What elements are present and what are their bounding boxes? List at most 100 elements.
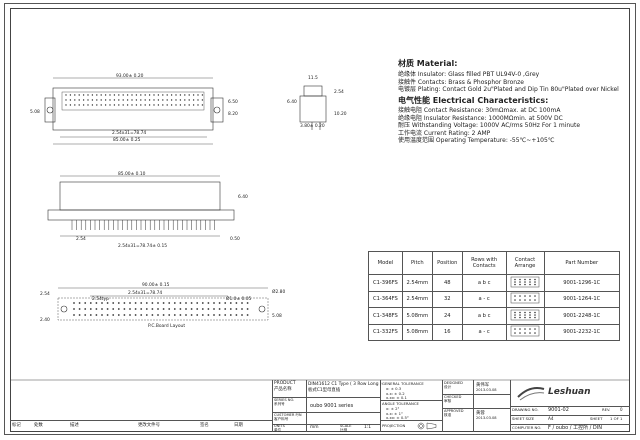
- front-view-pin: [96, 99, 98, 101]
- front-view-pin: [166, 94, 168, 96]
- pcb-pin-hole: [241, 314, 243, 316]
- pcb-pin-hole: [241, 308, 243, 310]
- pcb-pin-hole: [207, 308, 210, 310]
- pcb-pin-hole: [213, 314, 215, 316]
- front-view-pin: [131, 104, 133, 106]
- front-view-pin: [100, 99, 102, 101]
- dim-pcb-left-bottom: 2.40: [40, 318, 50, 323]
- front-view-pin: [78, 94, 80, 96]
- front-view-pin: [175, 99, 177, 101]
- dim-front-overall: 93.00± 0.20: [116, 74, 144, 79]
- material-line-item: 绝缘体 Insulator: Glass filled PBT UL94V-0 …: [398, 71, 540, 78]
- rev-label: REV.: [602, 407, 611, 412]
- front-view-pin: [197, 99, 199, 101]
- front-view-pin: [109, 104, 111, 106]
- side-view-top: [303, 85, 323, 97]
- models-cell: 48: [431, 274, 463, 292]
- pcb-pin-hole: [89, 302, 92, 304]
- computer-no: F / oubo / 工控所 / DIN: [548, 425, 602, 431]
- pcb-pin-hole: [185, 308, 187, 310]
- dim-side-height: 10.20: [334, 112, 347, 117]
- front-view-pin: [65, 104, 67, 106]
- electrical-line-item: 接触电阻 Contact Resistance: 30mΩmax. at DC …: [398, 107, 561, 114]
- pcb-mount-hole-left: [60, 305, 68, 313]
- models-cell: 16: [431, 323, 463, 341]
- pcb-pin-hole: [134, 302, 137, 304]
- pcb-pin-hole: [73, 314, 75, 316]
- pcb-pin-hole: [224, 302, 227, 304]
- pcb-pin-hole: [101, 314, 103, 316]
- pcb-pin-hole: [145, 308, 148, 310]
- pcb-pin-hole: [78, 308, 81, 310]
- pcb-pin-hole: [129, 308, 131, 310]
- pcb-pin-hole: [196, 314, 199, 316]
- front-view-pin: [126, 94, 129, 96]
- front-view-pin: [153, 94, 155, 96]
- models-header-cell: Rows with Contacts: [461, 251, 507, 275]
- pcb-pin-hole: [246, 302, 249, 304]
- dim-front-right-top: 6.50: [228, 100, 238, 105]
- contact-arrange-icon: [505, 307, 545, 325]
- pcb-pin-hole: [89, 314, 92, 316]
- pcb-pin-hole: [112, 302, 115, 304]
- sheet-size: A4: [548, 416, 554, 421]
- front-view-pin: [192, 99, 195, 101]
- angle-line-item: x.x: ± 1°: [386, 410, 403, 416]
- sheet-size-label: SHEET SIZE: [512, 416, 535, 421]
- front-view-pin: [82, 94, 85, 96]
- pcb-pin-hole: [224, 308, 227, 310]
- projection-symbol: [417, 422, 437, 430]
- front-view-pin: [162, 99, 164, 101]
- models-header-cell: Model: [368, 251, 403, 275]
- approved-date: 2013.03.08: [476, 416, 497, 420]
- models-header-cell: Part Number: [543, 251, 620, 275]
- pcb-pin-hole: [101, 302, 103, 304]
- rev-value: 0: [620, 407, 623, 412]
- models-cell: C1-348FS: [368, 307, 403, 325]
- front-view-pin: [118, 94, 120, 96]
- front-view-pin: [153, 99, 155, 101]
- pcb-pin-hole: [95, 302, 98, 304]
- contact-arrange-icon: [510, 276, 540, 287]
- pcb-pin-hole: [173, 314, 176, 316]
- pcb-pin-hole: [145, 302, 148, 304]
- pcb-pin-hole: [151, 314, 154, 316]
- pcb-pin-hole: [185, 314, 187, 316]
- pcb-pin-hole: [112, 308, 115, 310]
- outer-frame: [4, 3, 636, 435]
- models-cell: 5.08mm: [401, 307, 433, 325]
- front-view-pin: [175, 94, 177, 96]
- customer-label: CUSTOMER P/N 客户料号: [274, 413, 302, 421]
- front-view-pin: [188, 99, 190, 101]
- pcb-pin-hole: [101, 308, 103, 310]
- pcb-pin-hole: [117, 314, 120, 316]
- pcb-pin-hole: [129, 302, 131, 304]
- pcb-pin-hole: [151, 308, 154, 310]
- revision-history-cell: 日期: [234, 423, 243, 428]
- scale-label: SCALE 比例: [340, 424, 352, 432]
- sheet-value: 1 OF 1: [610, 416, 623, 421]
- pcb-pin-hole: [201, 314, 204, 316]
- front-view-pin: [135, 99, 138, 101]
- front-view-pin: [157, 94, 160, 96]
- front-view-pin: [100, 94, 102, 96]
- approved-label: APPROVED 核准: [444, 409, 464, 417]
- bottom-view-base: [47, 209, 235, 221]
- front-view-pin: [82, 104, 85, 106]
- contact-arrange-icon: [510, 309, 540, 320]
- dim-bottom-width: 85.00± 0.10: [118, 172, 146, 177]
- front-view-pin: [96, 94, 98, 96]
- pcb-pin-hole: [229, 308, 232, 310]
- models-cell: a b c: [461, 307, 507, 325]
- product-value: DIN41612 C1 Type ( 3 Row Long ) 板式C1型母直插: [308, 382, 382, 393]
- models-cell: 2.54mm: [401, 274, 433, 292]
- pcb-pin-hole: [162, 314, 165, 316]
- pcb-pin-hole: [201, 302, 204, 304]
- pcb-pin-hole: [162, 308, 165, 310]
- sheet-label: SHEET: [590, 416, 603, 421]
- front-view-pin: [78, 104, 80, 106]
